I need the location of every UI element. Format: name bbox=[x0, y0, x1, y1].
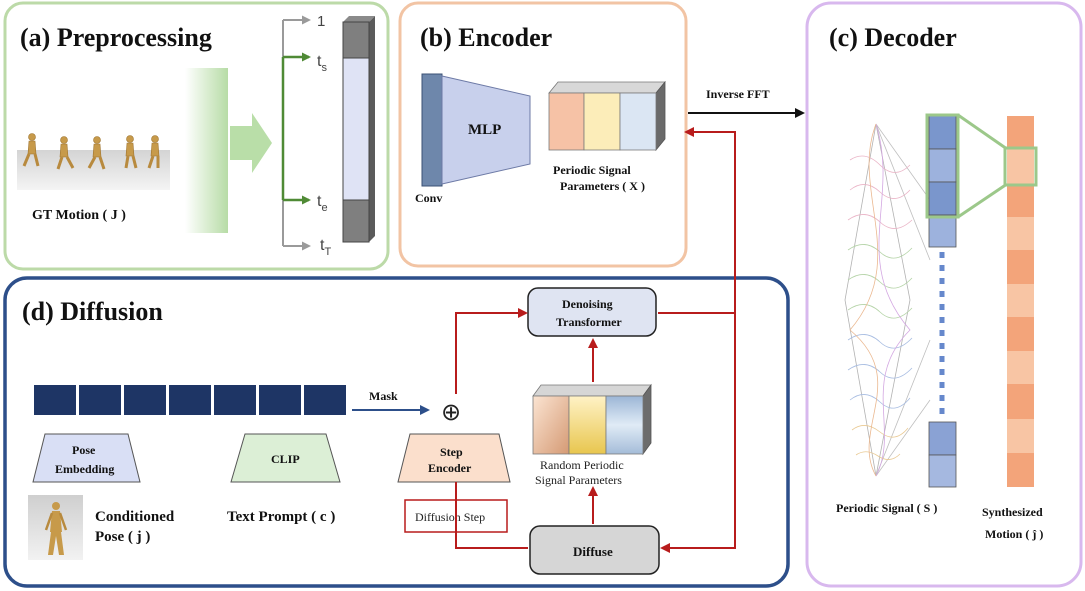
red-flow-arrows bbox=[455, 127, 736, 553]
conditioned-pose-label-1: Conditioned bbox=[95, 509, 175, 525]
conditioned-pose-image bbox=[28, 495, 83, 560]
periodic-signal-column bbox=[925, 113, 960, 488]
decoder-title: (c) Decoder bbox=[829, 23, 957, 52]
step-encoder-label-1: Step bbox=[440, 445, 463, 459]
plus-icon: ⊕ bbox=[441, 400, 461, 426]
periodic-signal-label: Periodic Signal ( S ) bbox=[836, 501, 937, 515]
mask-label: Mask bbox=[369, 389, 398, 403]
sequence-bracket bbox=[281, 15, 311, 251]
tick-first: 1 bbox=[317, 13, 325, 30]
decoder-border bbox=[805, 1, 1083, 588]
gt-motion-label: GT Motion ( J ) bbox=[32, 208, 126, 223]
random-params-label-2: Signal Parameters bbox=[535, 473, 622, 487]
tick-start: ts bbox=[317, 53, 327, 74]
gt-motion-image bbox=[17, 133, 170, 190]
encoder-title: (b) Encoder bbox=[420, 23, 552, 52]
periodic-params-label-2: Parameters ( X ) bbox=[560, 179, 645, 193]
conditioned-pose-label-2: Pose ( j ) bbox=[95, 529, 150, 545]
synthesized-motion-label-2: Motion ( ĵ ) bbox=[985, 527, 1043, 541]
periodic-params-cubes bbox=[548, 80, 666, 152]
synthesized-motion-label-1: Synthesized bbox=[982, 505, 1043, 519]
pose-embedding-label-1: Pose bbox=[72, 443, 96, 457]
step-encoder-block bbox=[397, 433, 511, 483]
synthesized-motion-column bbox=[1003, 116, 1038, 487]
diffuse-label: Diffuse bbox=[573, 544, 613, 559]
diffusion-title: (d) Diffusion bbox=[22, 297, 163, 326]
preprocessing-title: (a) Preprocessing bbox=[20, 23, 212, 52]
denoising-label-1: Denoising bbox=[562, 297, 613, 311]
diffuse-block bbox=[529, 525, 660, 575]
decoder-panel: (c) Decoder bbox=[805, 1, 1083, 588]
tick-end: te bbox=[317, 193, 328, 214]
token-sequence bbox=[34, 385, 346, 415]
preprocessing-gradient-bar bbox=[185, 68, 228, 233]
conv-block bbox=[421, 73, 443, 187]
tick-last: tT bbox=[320, 237, 331, 258]
sequence-column bbox=[342, 16, 375, 243]
clip-block bbox=[230, 433, 341, 483]
diffusion-border bbox=[3, 276, 790, 588]
clip-label: CLIP bbox=[271, 452, 300, 466]
mlp-block bbox=[441, 75, 531, 185]
periodic-signal-waves bbox=[844, 123, 931, 477]
mlp-label: MLP bbox=[468, 122, 501, 138]
periodic-params-label-1: Periodic Signal bbox=[553, 163, 631, 177]
denoising-transformer-block bbox=[527, 287, 657, 337]
text-prompt-label: Text Prompt ( c ) bbox=[227, 509, 335, 525]
zoom-connector bbox=[957, 113, 1008, 219]
denoising-label-2: Transformer bbox=[556, 315, 622, 329]
pose-embedding-block bbox=[32, 433, 141, 483]
pose-embedding-label-2: Embedding bbox=[55, 462, 114, 476]
diffusion-panel: (d) Diffusion Mask ⊕ Pose Embedding CLIP… bbox=[3, 127, 790, 588]
diffusion-step-label: Diffusion Step bbox=[415, 510, 485, 524]
encoder-panel: (b) Encoder Conv MLP Periodic Signal Par… bbox=[398, 1, 688, 268]
random-params-label-1: Random Periodic bbox=[540, 458, 624, 472]
inverse-fft-label: Inverse FFT bbox=[706, 87, 770, 101]
preprocessing-border bbox=[3, 1, 390, 271]
random-params-cubes bbox=[532, 383, 652, 456]
conv-label: Conv bbox=[415, 191, 442, 205]
preprocessing-panel: (a) Preprocessing GT Motion ( J ) 1 bbox=[3, 1, 390, 271]
preprocessing-arrow-icon bbox=[230, 113, 272, 173]
step-encoder-label-2: Encoder bbox=[428, 461, 472, 475]
